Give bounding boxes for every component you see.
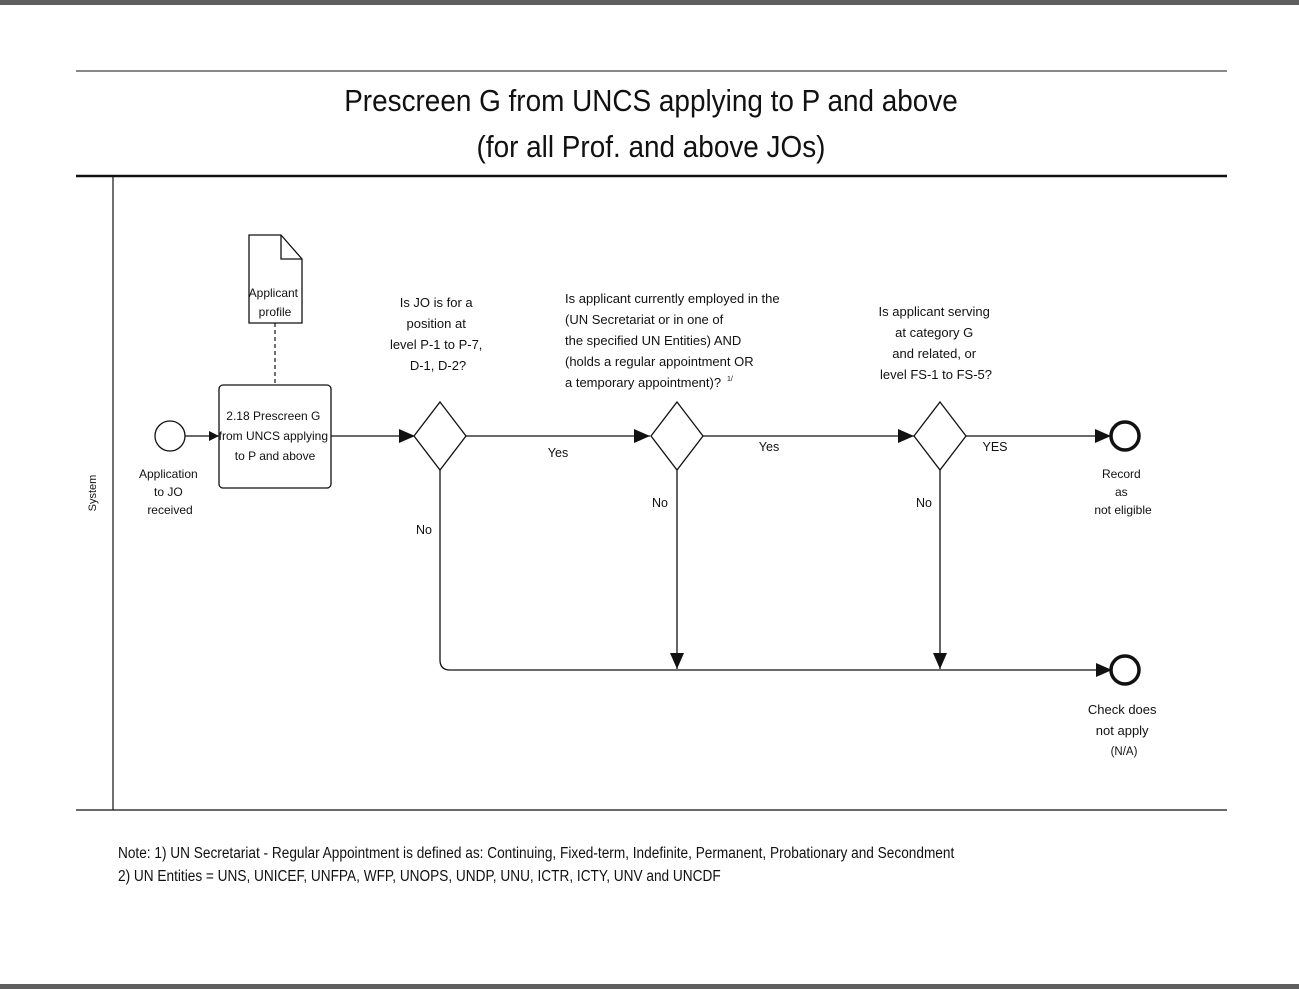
title-line-2: (for all Prof. and above JOs) (476, 129, 826, 164)
end-not-eligible-label: Record as not eligible (1094, 467, 1152, 517)
gateway-3-question: Is applicant serving at category G and r… (879, 304, 994, 382)
g2-yes-label: Yes (759, 440, 779, 454)
footnotes: Note: 1) UN Secretariat - Regular Appoin… (118, 842, 954, 888)
gateway-1-diamond (413, 400, 467, 472)
g3-yes-label: YES (982, 440, 1007, 454)
task-prescreen-label: 2.18 Prescreen G from UNCS applying to P… (219, 409, 332, 463)
g2-no-label: No (652, 496, 668, 510)
start-event-circle (154, 420, 186, 452)
footnote-1: Note: 1) UN Secretariat - Regular Appoin… (118, 845, 955, 862)
gateway-2-footnote-mark: 1/ (727, 376, 733, 383)
end-event-not-eligible (1109, 420, 1141, 452)
g3-no-label: No (916, 496, 932, 510)
lane-label: System (87, 475, 99, 512)
document-fold-icon (280, 235, 302, 260)
start-event-label: Application to JO received (139, 467, 201, 517)
gateway-2-question: Is applicant currently employed in the (… (565, 291, 783, 390)
g1-yes-label: Yes (548, 446, 568, 460)
title-line-1: Prescreen G from UNCS applying to P and … (344, 83, 958, 118)
window-frame-bottom (0, 984, 1299, 989)
end-event-not-applicable (1109, 654, 1141, 686)
window-frame-top (0, 0, 1299, 5)
gateway-1-question: Is JO is for a position at level P-1 to … (390, 295, 486, 373)
diagram-title: Prescreen G from UNCS applying to P and … (134, 78, 1169, 170)
footnote-2: 2) UN Entities = UNS, UNICEF, UNFPA, WFP… (118, 868, 721, 885)
gateway-3-diamond (913, 400, 967, 472)
gateway-2-diamond (650, 400, 704, 472)
end-not-applicable-label: Check does not apply (N/A) (1088, 702, 1160, 758)
data-object-label: Applicant profile (249, 286, 302, 319)
flow-no-to-not-applicable (439, 470, 1112, 677)
g1-no-label: No (416, 523, 432, 537)
applicant-profile-document-icon (248, 234, 303, 324)
